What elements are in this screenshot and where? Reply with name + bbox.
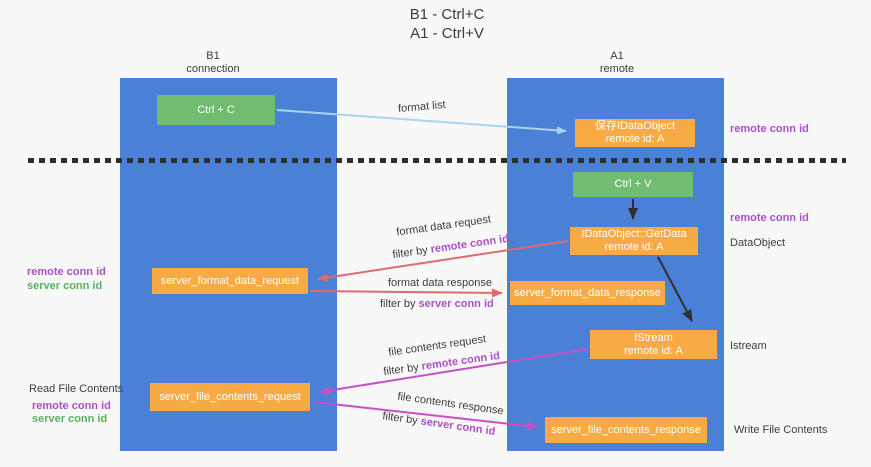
filter-by-text: filter by [380,298,416,310]
server-conn-id-left-mid: server conn id [27,280,103,292]
getdata-line1: IDataObject::GetData [581,228,687,240]
saved-idataobject-line1: 保存IDataObject [594,120,676,132]
remote-conn-id-right-top: remote conn id [730,123,809,135]
istream-side-label: Istream [730,340,767,352]
ctrl-v-box: Ctrl + V [573,172,693,197]
remote-conn-id-text: remote conn id [429,232,510,256]
server-format-data-response-label: server_format_data_response [514,286,661,299]
istream-box: IStream remote id: A [590,330,717,359]
server-conn-id-text: server conn id [419,415,497,438]
server-file-contents-request-box: server_file_contents_request [150,383,310,411]
read-file-contents-label: Read File Contents [29,383,124,395]
getdata-line2: remote id: A [604,241,664,253]
server-file-contents-response-box: server_file_contents_response [545,417,707,443]
server-format-data-request-box: server_format_data_request [152,268,308,294]
dashed-separator [28,158,846,163]
ctrl-c-box: Ctrl + C [157,95,275,125]
diagram-title: B1 - Ctrl+C A1 - Ctrl+V [347,5,547,43]
title-line-2: A1 - Ctrl+V [410,25,484,42]
format-data-request-label: format data request [395,213,492,239]
remote-conn-id-left-mid: remote conn id [27,266,106,278]
server-file-contents-response-label: server_file_contents_response [551,423,701,436]
lane-b1-name: B1 [206,50,220,62]
saved-idataobject-box: 保存IDataObject remote id: A [575,119,695,147]
lane-header-a1: A1 remote [547,50,687,76]
server-format-data-response-box: server_format_data_response [510,281,665,305]
istream-line2: remote id: A [624,344,683,357]
format-data-response-arrow [309,288,503,298]
format-list-label: format list [397,98,447,116]
server-format-data-request-label: server_format_data_request [160,274,300,287]
server-conn-id-left-bottom: server conn id [32,413,108,425]
lane-b1-sub: connection [186,63,240,75]
remote-conn-id-right-mid: remote conn id [730,212,809,224]
saved-idataobject-line2: remote id: A [605,133,665,145]
remote-conn-id-text: remote conn id [420,349,501,373]
istream-line1: IStream [634,331,673,344]
lane-a1-sub: remote [599,63,635,75]
filter-by-text: filter by [382,361,420,379]
dataobject-label: DataObject [730,237,786,249]
filter-by-server-conn-id-label-1: filter by server conn id [380,298,494,310]
format-data-response-label: format data response [388,277,492,289]
server-conn-id-text: server conn id [418,298,494,310]
ctrl-v-label: Ctrl + V [614,178,652,190]
ctrl-c-label: Ctrl + C [197,103,235,116]
remote-conn-id-left-bottom: remote conn id [32,400,111,412]
filter-by-server-conn-id-label-2: filter by server conn id [382,410,496,438]
lane-header-b1: B1 connection [143,50,283,76]
filter-by-text: filter by [381,410,419,427]
filter-by-text: filter by [391,244,429,262]
filter-by-remote-conn-id-label-1: filter by remote conn id [392,233,510,261]
title-line-1: B1 - Ctrl+C [409,6,485,23]
lane-a1-name: A1 [610,50,624,62]
write-file-contents-label: Write File Contents [734,424,828,436]
server-file-contents-request-label: server_file_contents_request [159,390,301,403]
idataobject-getdata-box: IDataObject::GetData remote id: A [570,227,698,255]
